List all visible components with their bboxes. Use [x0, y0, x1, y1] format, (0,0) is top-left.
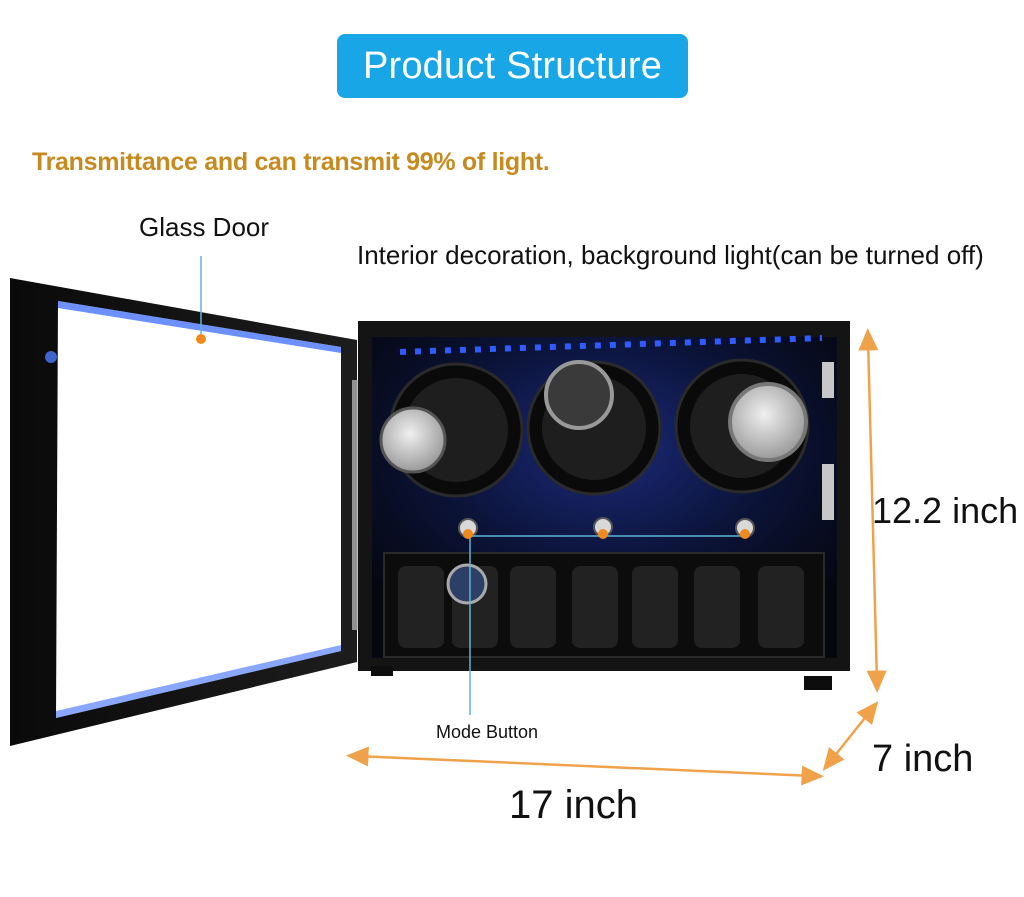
- width-dimension-arrow: [346, 746, 824, 786]
- glass-door-label: Glass Door: [139, 212, 270, 242]
- height-dimension-label: 12.2 inch: [872, 490, 1019, 531]
- depth-dimension-label: 7 inch: [872, 738, 974, 780]
- mode-button-callout: [463, 529, 750, 715]
- depth-dimension-arrow: [822, 701, 879, 771]
- width-dimension-label: 17 inch: [509, 783, 638, 827]
- glass-door-callout: [196, 256, 206, 344]
- watch-pillows: [398, 563, 804, 648]
- watch-face: [728, 382, 808, 462]
- interior-label: Interior decoration, background light(ca…: [357, 240, 984, 270]
- light-transmittance-note: Transmittance and can transmit 99% of li…: [32, 148, 550, 176]
- page-title: Product Structure: [362, 44, 663, 87]
- glass-door: [10, 278, 360, 746]
- height-dimension-arrow: [858, 328, 887, 693]
- watch-face: [544, 360, 614, 430]
- title-banner: Product Structure: [337, 34, 688, 98]
- mode-button-label: Mode Button: [436, 722, 539, 742]
- watch-winder-cabinet: [358, 321, 850, 690]
- watch-face: [379, 406, 447, 474]
